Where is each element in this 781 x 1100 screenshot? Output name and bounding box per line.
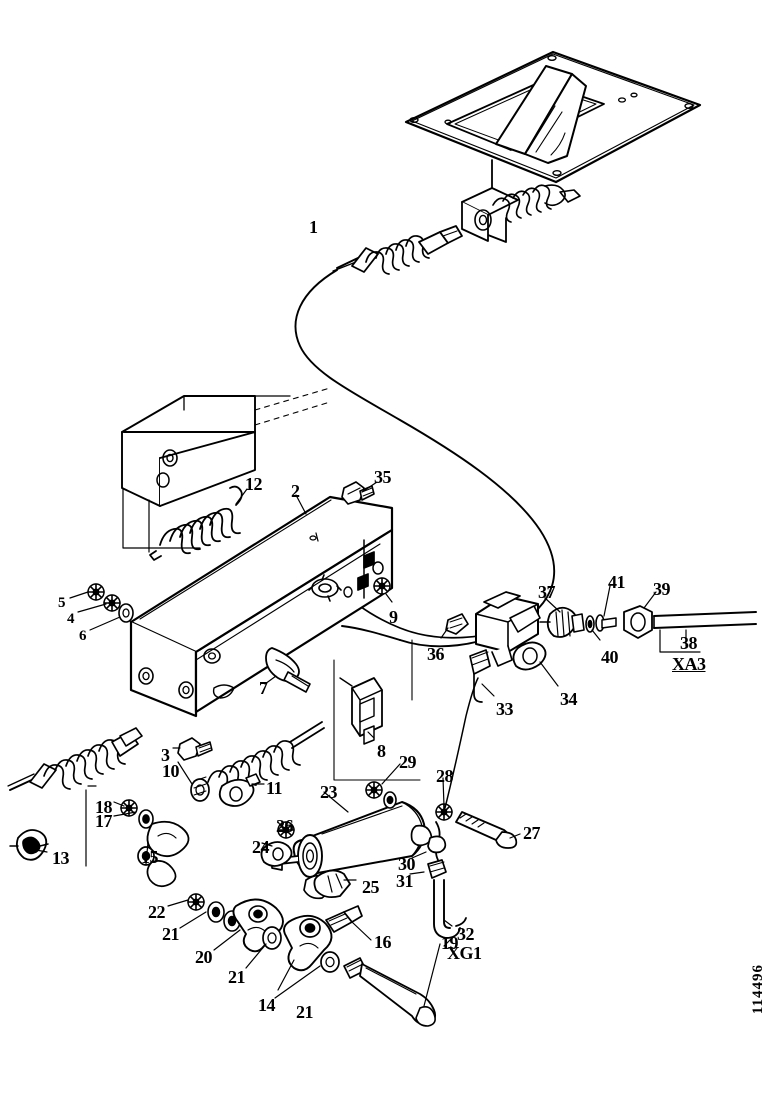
linkage-lever-7 <box>264 647 311 693</box>
callout-32: 32 <box>457 924 475 944</box>
callout-40: 40 <box>601 647 619 667</box>
callout-39: 39 <box>653 579 671 599</box>
callout-8: 8 <box>377 741 386 761</box>
callout-9: 9 <box>389 607 398 627</box>
callout-27: 27 <box>523 823 541 843</box>
callout-33: 33 <box>496 699 514 719</box>
cylinder-23 <box>271 801 433 900</box>
callout-41: 41 <box>608 572 626 592</box>
callout-10: 10 <box>162 761 180 781</box>
callout-35: 35 <box>374 467 392 487</box>
callout-1: 1 <box>309 217 318 237</box>
callout-15: 15 <box>141 847 159 867</box>
control-valve-assembly <box>440 585 757 703</box>
callout-31: 31 <box>396 871 414 891</box>
rod-27 <box>455 811 518 849</box>
bolt-35 <box>341 481 375 505</box>
phantom-housing-outline <box>121 387 331 553</box>
callout-23: 23 <box>320 782 338 802</box>
callout-6: 6 <box>79 628 87 644</box>
callout-38: 38 <box>680 633 698 653</box>
nut-9 <box>373 577 391 595</box>
callout-29: 29 <box>399 752 417 772</box>
center-cable-bellows-10 <box>172 721 325 807</box>
callout-11: 11 <box>266 778 283 798</box>
nut-29 <box>365 781 397 809</box>
washer-nut-stack-456 <box>69 583 134 631</box>
bottom-linkage-cluster <box>167 893 441 1027</box>
callout-21: 21 <box>228 967 246 987</box>
callout-2: 2 <box>291 481 300 501</box>
callout-4: 4 <box>67 611 75 627</box>
drawing-number: 114496 <box>750 963 766 1014</box>
callout-37: 37 <box>538 582 556 602</box>
collar-10 <box>190 776 210 802</box>
callout-28: 28 <box>436 766 454 786</box>
callout-16: 16 <box>374 932 392 952</box>
boot-37 <box>539 606 585 638</box>
pin-41 <box>595 614 617 632</box>
fitting-33 <box>469 649 491 703</box>
callout-5: 5 <box>58 595 66 611</box>
link-bushings-15-17-18 <box>85 785 190 888</box>
hose-assembly-30-31-32 <box>427 677 479 947</box>
callout-36: 36 <box>427 644 445 664</box>
floor-plate-panel <box>404 50 702 184</box>
callout-21: 21 <box>296 1002 314 1022</box>
callout-17: 17 <box>95 811 113 831</box>
switch-block-8 <box>333 639 421 781</box>
bracket-24-25-26 <box>260 821 357 899</box>
cap-36 <box>445 613 469 635</box>
callout-34: 34 <box>560 689 578 709</box>
callout-19: 19 <box>441 933 459 953</box>
callout-14: 14 <box>258 995 276 1015</box>
return-spring-12 <box>149 485 243 561</box>
callout-26: 26 <box>276 816 294 836</box>
callout-21: 21 <box>162 924 180 944</box>
callout-25: 25 <box>362 877 380 897</box>
lower-left-cable-bellows <box>7 727 143 791</box>
callout-xg1: XG1 <box>447 943 482 963</box>
callout-24: 24 <box>252 837 270 857</box>
callout-22: 22 <box>148 902 166 922</box>
nut-39 <box>623 605 653 639</box>
callout-20: 20 <box>195 947 213 967</box>
callout-30: 30 <box>398 854 416 874</box>
callout-13: 13 <box>52 848 70 868</box>
shift-cable-upper-end <box>332 225 463 275</box>
bolt-3 <box>177 737 213 761</box>
callout-12: 12 <box>245 474 263 494</box>
rod-38 <box>653 611 757 629</box>
clip-13 <box>9 829 49 861</box>
callout-3: 3 <box>161 745 170 765</box>
callout-xa3: XA3 <box>672 654 706 674</box>
callout-18: 18 <box>95 797 113 817</box>
main-control-housing-2 <box>129 495 394 718</box>
callout-7: 7 <box>259 678 268 698</box>
yoke-11 <box>218 773 261 807</box>
spacer-40 <box>585 615 595 633</box>
upper-cable-bracket <box>461 159 581 243</box>
